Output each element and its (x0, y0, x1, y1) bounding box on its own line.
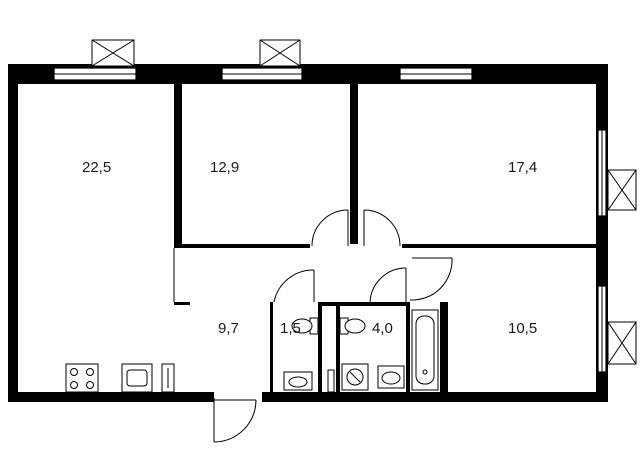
stove-icon (65, 363, 99, 393)
window-top-right (399, 67, 473, 81)
sink-icon (121, 363, 153, 393)
bedroom-3-area: 10,5 (508, 320, 537, 337)
fridge-icon (161, 363, 175, 393)
riser-icon (327, 369, 335, 393)
wc-icon (339, 317, 366, 335)
door-toilet (273, 269, 315, 303)
bathroom-area: 4,0 (372, 320, 393, 337)
toilet-bowl-icon (291, 317, 319, 335)
bedroom-1-area: 12,9 (210, 159, 239, 176)
door-entrance (213, 398, 257, 443)
door-bedroom-3 (409, 257, 453, 301)
door-bedroom-1 (311, 209, 349, 247)
window-top-middle (221, 39, 303, 81)
toilet-area: 1,5 (280, 320, 301, 337)
living-room-area: 22,5 (82, 159, 111, 176)
door-bedroom-2 (363, 209, 401, 247)
bedroom-2-area: 17,4 (508, 159, 537, 176)
window-top-left (53, 39, 137, 81)
window-right-upper (597, 129, 637, 217)
washing-machine-icon (341, 363, 369, 391)
bathtub-icon (411, 309, 439, 391)
window-right-lower (597, 285, 637, 373)
washbasin-icon (283, 371, 313, 391)
door-bathroom (369, 267, 407, 303)
outer-walls (8, 64, 608, 402)
hallway-area: 9,7 (218, 320, 239, 337)
bath-sink-icon (377, 365, 405, 389)
